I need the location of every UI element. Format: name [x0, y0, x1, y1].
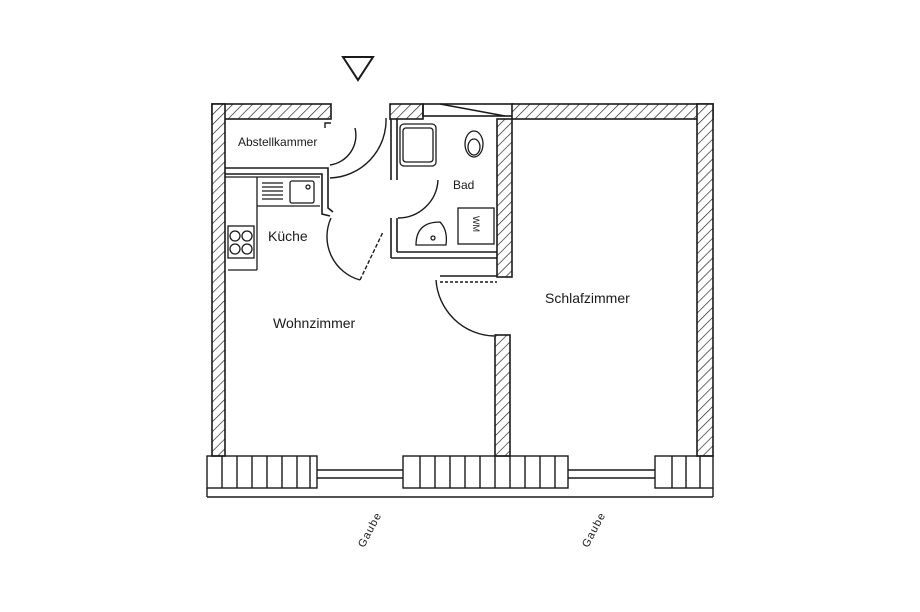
entrance-triangle-icon: [341, 56, 375, 82]
room-label-abstellkammer: Abstellkammer: [238, 135, 318, 149]
room-label-kueche: Küche: [268, 228, 308, 244]
washing-machine: [457, 207, 495, 245]
sink-icon: [289, 180, 315, 204]
doors: [324, 117, 495, 337]
room-label-bad: Bad: [453, 178, 475, 192]
room-label-wohnzimmer: Wohnzimmer: [273, 315, 356, 331]
washing-machine-label: WM: [471, 216, 481, 232]
kitchen-fixtures: [225, 176, 320, 271]
inner-walls: [225, 119, 497, 283]
exterior-walls: [211, 103, 714, 457]
room-label-schlafzimmer: Schlafzimmer: [545, 290, 630, 306]
washbasin-icon: [415, 221, 448, 246]
shower-tray: [399, 123, 437, 167]
window-front: [206, 455, 714, 498]
toilet-icon: [464, 130, 484, 158]
stove-icon: [227, 225, 255, 259]
bathroom-fixtures: [399, 123, 495, 246]
